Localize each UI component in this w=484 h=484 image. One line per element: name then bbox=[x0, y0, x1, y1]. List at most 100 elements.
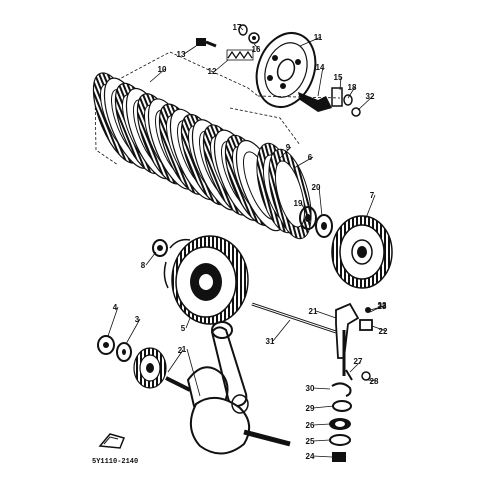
leader-lines bbox=[107, 26, 387, 458]
leader-line-20 bbox=[318, 186, 323, 217]
clutch-boss bbox=[331, 215, 393, 289]
part-label-5: 5 bbox=[181, 324, 186, 333]
part-label-21: 21 bbox=[309, 307, 318, 316]
leader-line-16 bbox=[253, 43, 260, 50]
part-label-26: 26 bbox=[306, 421, 315, 430]
leader-line-26 bbox=[312, 423, 331, 426]
leader-line-29 bbox=[312, 405, 335, 409]
part-label-29: 29 bbox=[306, 404, 315, 413]
leader-line-2 bbox=[167, 349, 184, 373]
part-label-1: 1 bbox=[182, 345, 187, 354]
part-label-12: 12 bbox=[208, 67, 217, 76]
part-label-4: 4 bbox=[113, 303, 118, 312]
collar-8 bbox=[152, 239, 168, 257]
leader-line-8 bbox=[145, 251, 157, 266]
nut-4 bbox=[97, 335, 115, 355]
clutch-spring bbox=[226, 49, 254, 61]
leader-line-6 bbox=[293, 156, 314, 169]
part-label-30: 30 bbox=[306, 384, 315, 393]
part-label-22: 22 bbox=[379, 327, 388, 336]
leader-line-14 bbox=[317, 66, 324, 97]
leader-line-30 bbox=[312, 387, 331, 390]
leader-line-33 bbox=[369, 304, 386, 313]
leader-line-23 bbox=[369, 305, 386, 311]
part-label-28: 28 bbox=[370, 377, 379, 386]
pressure-plate bbox=[255, 32, 317, 108]
leader-line-19 bbox=[300, 202, 307, 213]
pin-27 bbox=[345, 369, 353, 381]
part-label-14: 14 bbox=[316, 63, 325, 72]
part-labels: 1234567891011121314151617181920212223242… bbox=[113, 23, 388, 461]
clutch-bolt bbox=[196, 38, 217, 48]
leader-line-28 bbox=[367, 379, 378, 382]
clutch-plate-stack bbox=[92, 72, 312, 240]
part-label-7: 7 bbox=[370, 191, 375, 200]
leader-line-25 bbox=[312, 439, 331, 442]
crankshaft bbox=[165, 321, 291, 455]
lock-washer-3 bbox=[116, 342, 132, 362]
nut-16 bbox=[248, 32, 260, 44]
part-label-2: 2 bbox=[178, 346, 183, 355]
bearing-26 bbox=[329, 418, 351, 430]
leader-line-5 bbox=[185, 317, 191, 329]
push-rod-31 bbox=[251, 302, 337, 334]
part-label-19: 19 bbox=[294, 199, 303, 208]
part-label-11: 11 bbox=[314, 33, 323, 42]
thrust-washer-20 bbox=[315, 214, 333, 238]
leader-line-12 bbox=[214, 59, 229, 72]
leader-line-24 bbox=[312, 455, 333, 458]
leader-line-32 bbox=[357, 95, 374, 111]
leader-line-7 bbox=[365, 194, 376, 219]
circlip-30 bbox=[331, 382, 352, 397]
leader-line-10 bbox=[149, 68, 166, 83]
push-lever-axle bbox=[335, 302, 360, 376]
washer-25 bbox=[329, 434, 351, 446]
leader-line-17 bbox=[239, 26, 244, 31]
part-label-8: 8 bbox=[141, 261, 146, 270]
washer-17 bbox=[238, 24, 248, 36]
seal-24 bbox=[332, 452, 346, 462]
part-label-13: 13 bbox=[177, 50, 186, 59]
part-label-6: 6 bbox=[308, 153, 313, 162]
part-label-3: 3 bbox=[135, 315, 140, 324]
part-label-15: 15 bbox=[334, 73, 343, 82]
plate-inner-ring bbox=[274, 160, 306, 228]
leader-line-18 bbox=[347, 86, 356, 99]
part-label-20: 20 bbox=[312, 183, 321, 192]
primary-drive-gear bbox=[133, 347, 167, 389]
leader-line-31 bbox=[272, 319, 291, 342]
push-rod-assembly bbox=[298, 87, 361, 117]
part-label-23: 23 bbox=[378, 302, 387, 311]
part-label-33: 33 bbox=[378, 301, 387, 310]
part-label-17: 17 bbox=[233, 23, 242, 32]
diagram-code: 5Y1110-2140 bbox=[92, 458, 138, 466]
leader-line-15 bbox=[339, 76, 342, 91]
leader-line-27 bbox=[349, 360, 362, 373]
oil-seal-22 bbox=[359, 319, 373, 331]
part-label-25: 25 bbox=[306, 437, 315, 446]
clutch-housing-gear bbox=[163, 235, 249, 325]
leader-line-1 bbox=[186, 348, 201, 397]
leader-line-3 bbox=[125, 318, 141, 345]
part-label-32: 32 bbox=[366, 92, 375, 101]
part-label-31: 31 bbox=[266, 337, 275, 346]
part-label-18: 18 bbox=[348, 83, 357, 92]
part-label-27: 27 bbox=[354, 357, 363, 366]
clutch-assembly-frame bbox=[94, 51, 341, 166]
part-label-9: 9 bbox=[286, 143, 291, 152]
part-label-10: 10 bbox=[158, 65, 167, 74]
leader-line-13 bbox=[183, 45, 197, 55]
thrust-washer-19 bbox=[299, 206, 317, 230]
screw-23 bbox=[365, 307, 371, 313]
part-label-16: 16 bbox=[252, 45, 261, 54]
leader-line-9 bbox=[279, 146, 292, 159]
washer-29 bbox=[332, 400, 352, 412]
screw-28 bbox=[361, 371, 371, 381]
leader-line-11 bbox=[299, 36, 322, 47]
part-label-24: 24 bbox=[306, 452, 315, 461]
leader-line-22 bbox=[371, 325, 387, 332]
leader-line-4 bbox=[107, 306, 119, 337]
leader-line-21 bbox=[315, 310, 337, 319]
front-arrow-icon bbox=[98, 433, 126, 449]
